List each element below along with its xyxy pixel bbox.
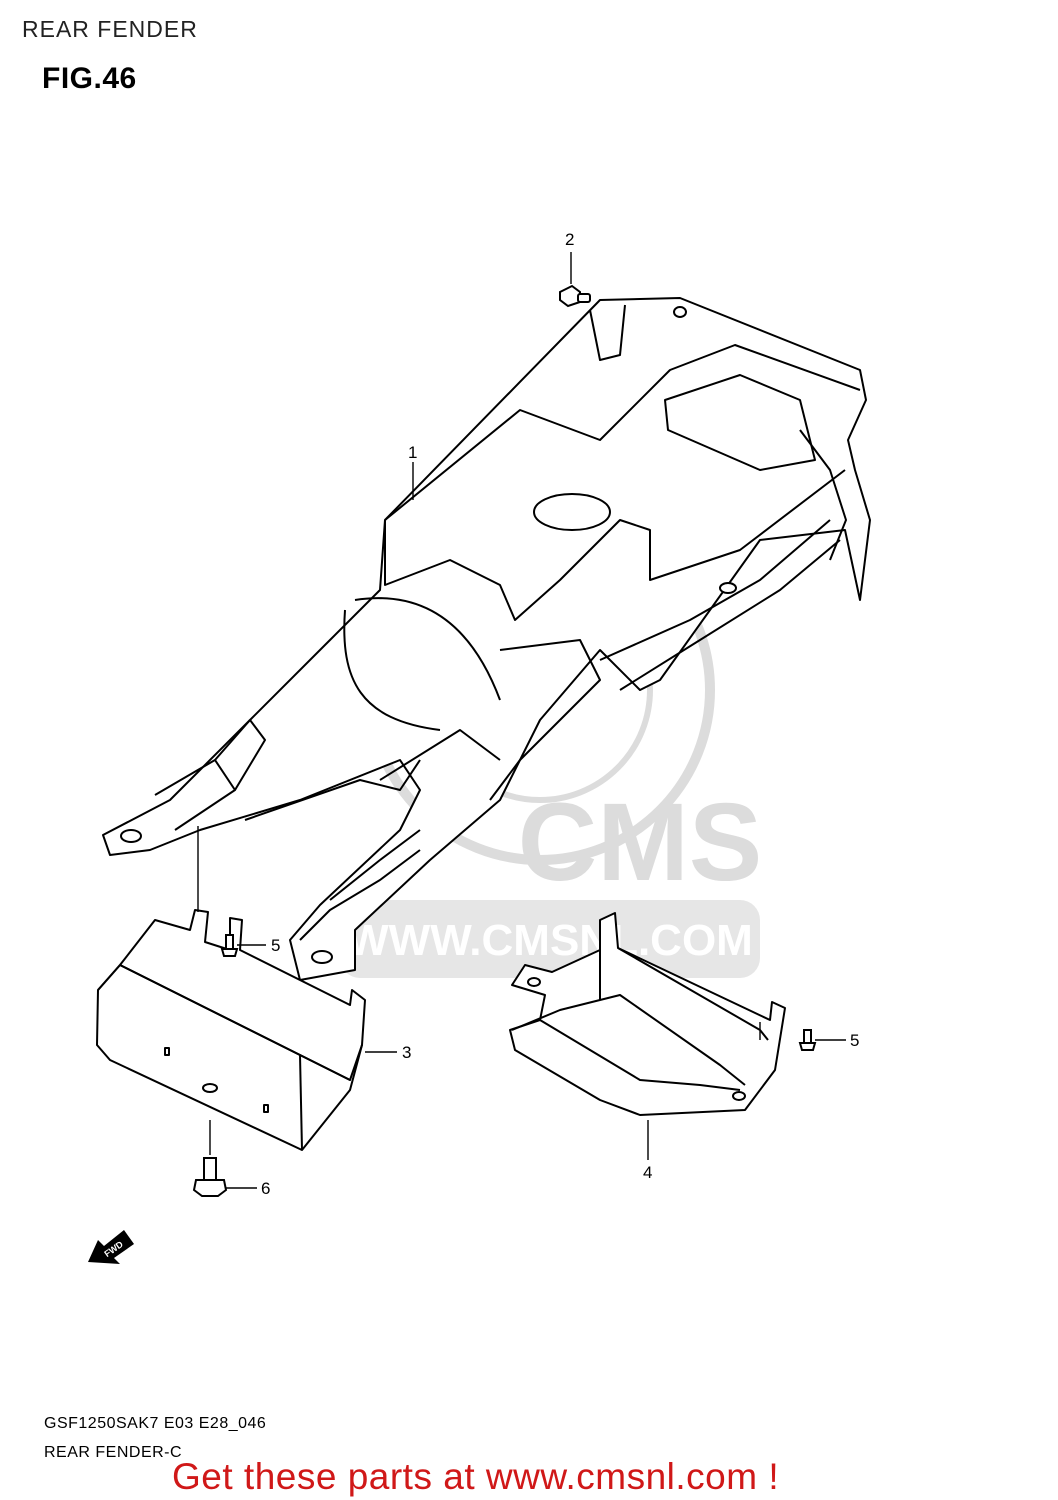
watermark-brand: CMS bbox=[518, 781, 762, 904]
part-bolt-6 bbox=[192, 1157, 228, 1197]
part-rear-fender-body bbox=[102, 297, 871, 981]
callout-2: 2 bbox=[565, 230, 574, 249]
callout-3: 3 bbox=[402, 1043, 411, 1062]
watermark-url: WWW.CMSNL.COM bbox=[347, 916, 753, 965]
part-screw-5b bbox=[798, 1029, 817, 1051]
promo-link[interactable]: Get these parts at www.cmsnl.com ! bbox=[172, 1456, 780, 1497]
leader-lines bbox=[197, 252, 846, 1189]
callout-6: 6 bbox=[261, 1179, 270, 1198]
watermark: CMS WWW.CMSNL.COM bbox=[340, 515, 762, 978]
fwd-arrow-icon: FWD bbox=[88, 1230, 134, 1264]
callout-5b: 5 bbox=[850, 1031, 859, 1050]
section-title: REAR FENDER bbox=[22, 16, 198, 42]
part-screw-5a bbox=[220, 934, 239, 957]
callout-5a: 5 bbox=[271, 936, 280, 955]
part-bolt-2 bbox=[559, 284, 591, 308]
watermark-url-plate bbox=[340, 900, 760, 978]
model-code: GSF1250SAK7 E03 E28_046 bbox=[44, 1415, 267, 1432]
part-cover-3 bbox=[96, 909, 366, 1151]
diagram-name: REAR FENDER-C bbox=[44, 1444, 183, 1461]
figure-number: FIG.46 bbox=[42, 62, 137, 95]
part-cover-4 bbox=[509, 912, 786, 1116]
callout-4: 4 bbox=[643, 1163, 652, 1182]
callout-1: 1 bbox=[408, 443, 417, 462]
